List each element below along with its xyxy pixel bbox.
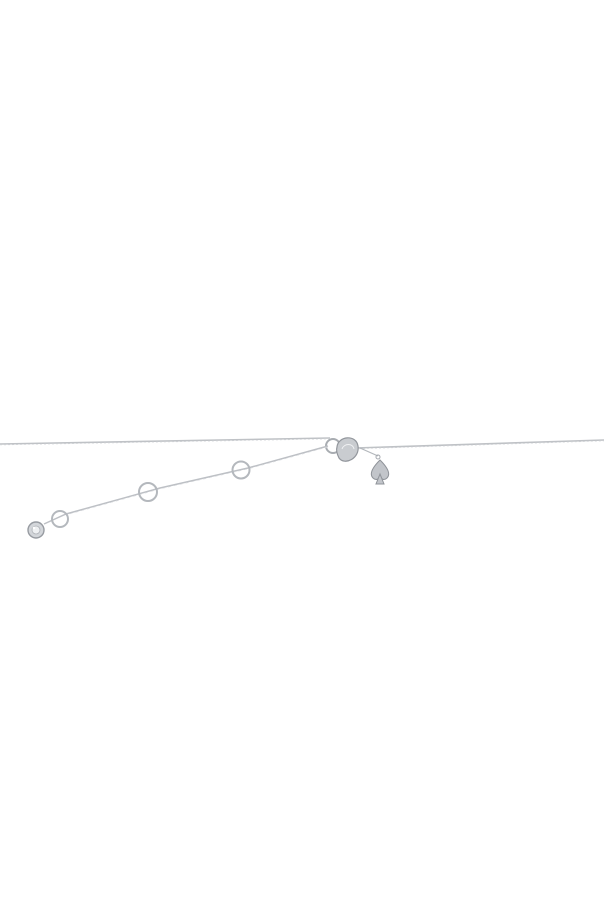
extender-ring-3 bbox=[231, 460, 251, 480]
spade-icon bbox=[359, 447, 390, 485]
end-bead-icon bbox=[27, 521, 45, 539]
lobster-clasp-icon bbox=[325, 437, 359, 462]
chain-left bbox=[0, 437, 331, 446]
extender-chain bbox=[43, 445, 329, 525]
extender-ring-2 bbox=[138, 482, 158, 502]
extender-ring-1 bbox=[51, 510, 69, 528]
chain-right bbox=[354, 439, 604, 450]
